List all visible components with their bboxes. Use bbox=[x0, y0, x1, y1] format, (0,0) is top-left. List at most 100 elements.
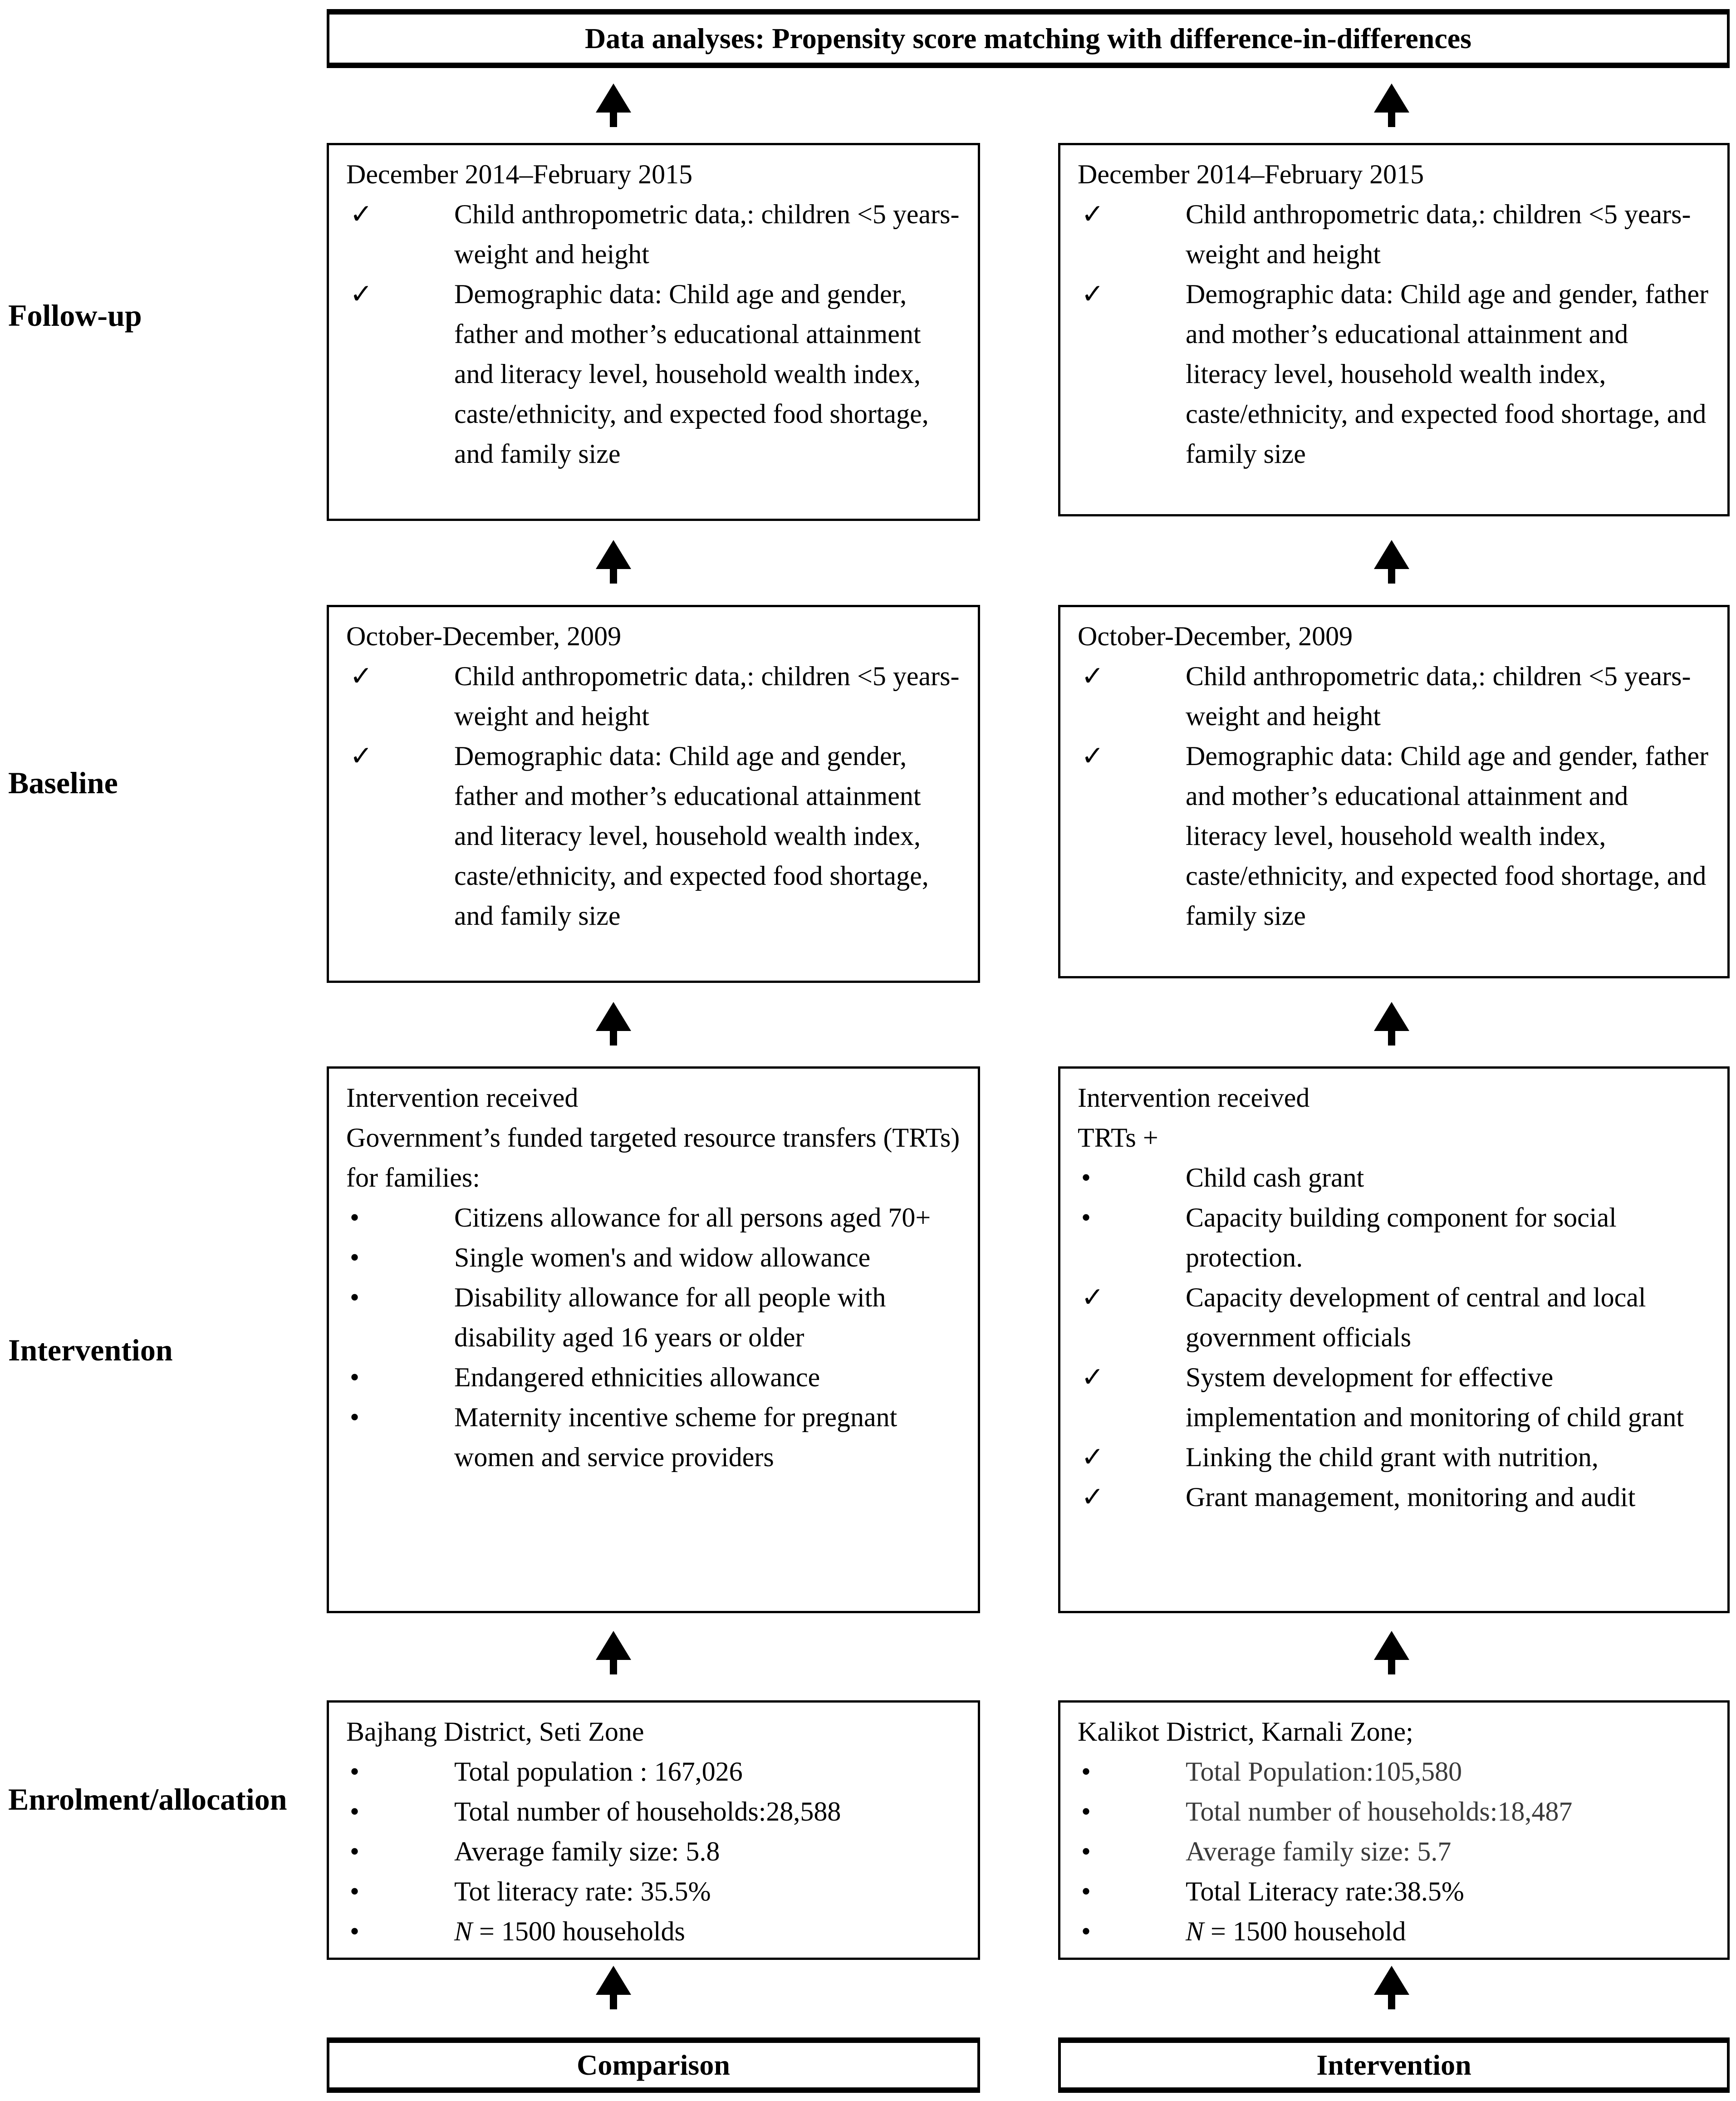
list-item: •Average family size: 5.7 bbox=[1078, 1831, 1712, 1871]
row-label-intervention: Intervention bbox=[8, 1333, 173, 1367]
list-item: •Disability allowance for all people wit… bbox=[346, 1277, 962, 1357]
box-header: December 2014–February 2015 bbox=[346, 159, 693, 189]
item-text: Child anthropometric data,: children <5 … bbox=[454, 199, 960, 269]
check-icon: ✓ bbox=[350, 741, 373, 771]
item-text: Total number of households:28,588 bbox=[454, 1797, 841, 1826]
up-arrow-icon bbox=[594, 1002, 633, 1046]
data-analyses-banner: Data analyses: Propensity score matching… bbox=[327, 9, 1730, 68]
up-arrow-icon bbox=[1373, 1002, 1411, 1046]
intervention-box-comparison: Intervention received Government’s funde… bbox=[327, 1066, 980, 1613]
list-item: ✓ System development for effective implem… bbox=[1078, 1357, 1712, 1437]
up-arrow-icon bbox=[594, 540, 633, 584]
list-item: •N = 1500 household bbox=[1078, 1911, 1712, 1951]
arrow-shaft bbox=[610, 1994, 617, 2009]
list-item: ✓ Demographic data: Child age and gender,… bbox=[346, 736, 962, 936]
item-list: ✓ Child anthropometric data,: children <5… bbox=[1078, 194, 1712, 474]
arrow-head bbox=[596, 1631, 631, 1660]
item-text: Total Population:105,580 bbox=[1186, 1757, 1462, 1787]
item-text: Capacity development of central and loca… bbox=[1186, 1282, 1646, 1352]
bullet-icon: • bbox=[350, 1242, 360, 1272]
box-header: October-December, 2009 bbox=[1078, 621, 1353, 651]
bullet-icon: • bbox=[1081, 1757, 1091, 1787]
item-text: Demographic data: Child age and gender, … bbox=[454, 741, 929, 931]
item-text: Child anthropometric data,: children <5 … bbox=[454, 661, 960, 731]
arrow-shaft bbox=[1388, 569, 1395, 584]
item-text: Total number of households:18,487 bbox=[1186, 1797, 1573, 1826]
arrow-head bbox=[1374, 1966, 1409, 1995]
bullet-icon: • bbox=[350, 1876, 360, 1906]
check-icon: ✓ bbox=[350, 661, 373, 691]
check-icon: ✓ bbox=[1081, 1282, 1104, 1312]
list-item: •N = 1500 households bbox=[346, 1911, 962, 1951]
up-arrow-icon bbox=[1373, 1966, 1411, 2009]
list-item: ✓ Child anthropometric data,: children <5… bbox=[1078, 194, 1712, 274]
check-icon: ✓ bbox=[1081, 1482, 1104, 1512]
check-icon: ✓ bbox=[1081, 1362, 1104, 1392]
row-label-followup: Follow-up bbox=[8, 298, 142, 333]
comparison-footer-label: Comparison bbox=[577, 2049, 730, 2081]
bullet-icon: • bbox=[350, 1282, 360, 1312]
list-item: ✓Child anthropometric data,: children <5… bbox=[1078, 656, 1712, 736]
box-intro: TRTs + bbox=[1078, 1123, 1158, 1153]
intervention-box-intervention: Intervention received TRTs + • Child cash… bbox=[1058, 1066, 1730, 1613]
comparison-footer-box: Comparison bbox=[327, 2037, 980, 2093]
item-text: Child cash grant bbox=[1186, 1163, 1364, 1193]
bullet-icon: • bbox=[1081, 1916, 1091, 1946]
box-header: Kalikot District, Karnali Zone; bbox=[1078, 1717, 1413, 1747]
bullet-icon: • bbox=[1081, 1876, 1091, 1906]
item-list: •Citizens allowance for all persons aged… bbox=[346, 1198, 962, 1477]
list-item: ✓ Demographic data: Child age and gender,… bbox=[1078, 736, 1712, 936]
list-item: • Total Population:105,580 bbox=[1078, 1752, 1712, 1792]
arrow-head bbox=[596, 1002, 631, 1031]
list-item: •Total population : 167,026 bbox=[346, 1752, 962, 1792]
item-text: Child anthropometric data,: children <5 … bbox=[1186, 199, 1691, 269]
arrow-shaft bbox=[610, 1031, 617, 1046]
item-text: System development for effective impleme… bbox=[1186, 1362, 1684, 1432]
item-text: Maternity incentive scheme for pregnant … bbox=[454, 1402, 897, 1472]
item-text: Endangered ethnicities allowance bbox=[454, 1362, 820, 1392]
box-header: October-December, 2009 bbox=[346, 621, 622, 651]
check-icon: ✓ bbox=[350, 279, 373, 309]
up-arrow-icon bbox=[1373, 540, 1411, 584]
row-label-baseline: Baseline bbox=[8, 766, 118, 800]
check-icon: ✓ bbox=[1081, 199, 1104, 229]
box-header: Bajhang District, Seti Zone bbox=[346, 1717, 644, 1747]
banner-title: Data analyses: Propensity score matching… bbox=[584, 22, 1472, 54]
check-icon: ✓ bbox=[1081, 741, 1104, 771]
bullet-icon: • bbox=[1081, 1163, 1091, 1193]
arrow-head bbox=[596, 83, 631, 113]
item-list: • Child cash grant • Capacity building comp… bbox=[1078, 1158, 1712, 1517]
arrow-head bbox=[1374, 1002, 1409, 1031]
arrow-shaft bbox=[1388, 1659, 1395, 1674]
item-text: Demographic data: Child age and gender, … bbox=[1186, 741, 1709, 931]
item-list: •Total population : 167,026•Total number… bbox=[346, 1752, 962, 1951]
up-arrow-icon bbox=[1373, 1631, 1411, 1674]
item-text: Capacity building component for social p… bbox=[1186, 1203, 1617, 1272]
list-item: ✓ Demographic data: Child age and gender,… bbox=[1078, 274, 1712, 474]
box-header: Intervention received bbox=[1078, 1083, 1310, 1113]
bullet-icon: • bbox=[1081, 1203, 1091, 1232]
intervention-footer-label: Intervention bbox=[1316, 2049, 1471, 2081]
item-text: Demographic data: Child age and gender, … bbox=[1186, 279, 1709, 469]
intervention-footer-box: Intervention bbox=[1058, 2037, 1730, 2093]
box-intro: Government’s funded targeted resource tr… bbox=[346, 1123, 960, 1193]
list-item: •Average family size: 5.8 bbox=[346, 1831, 962, 1871]
baseline-box-comparison: October-December, 2009 ✓ Child anthropome… bbox=[327, 605, 980, 983]
bullet-icon: • bbox=[350, 1203, 360, 1232]
arrow-head bbox=[1374, 83, 1409, 113]
bullet-icon: • bbox=[350, 1757, 360, 1787]
list-item: ✓Linking the child grant with nutrition, bbox=[1078, 1437, 1712, 1477]
bullet-icon: • bbox=[1081, 1797, 1091, 1826]
item-text: Average family size: 5.7 bbox=[1186, 1836, 1452, 1866]
list-item: •Citizens allowance for all persons aged… bbox=[346, 1198, 962, 1237]
item-list: ✓ Child anthropometric data,: children <5… bbox=[346, 194, 962, 474]
box-header: Intervention received bbox=[346, 1083, 579, 1113]
list-item: ✓Demographic data: Child age and gender,… bbox=[346, 274, 962, 474]
bullet-icon: • bbox=[350, 1916, 360, 1946]
list-item: ✓Grant management, monitoring and audit bbox=[1078, 1477, 1712, 1517]
item-text: Single women's and widow allowance bbox=[454, 1242, 871, 1272]
check-icon: ✓ bbox=[1081, 279, 1104, 309]
list-item: • Single women's and widow allowance bbox=[346, 1237, 962, 1277]
check-icon: ✓ bbox=[1081, 661, 1104, 691]
